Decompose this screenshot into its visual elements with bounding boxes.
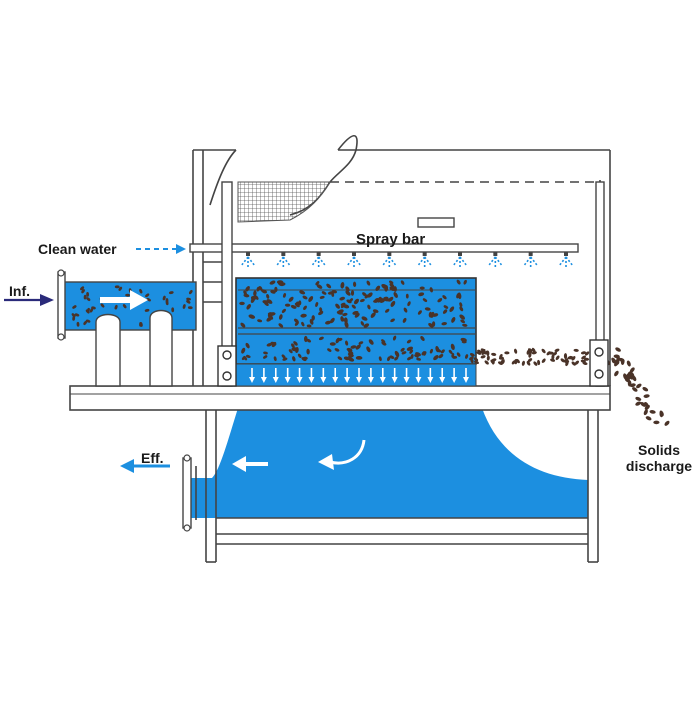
clean-water-label: Clean water <box>38 241 117 257</box>
drain-arrow <box>391 368 398 383</box>
inlet-flange <box>57 271 66 339</box>
drum-lower-cradle <box>235 363 477 387</box>
drain-arrow <box>403 368 410 383</box>
influent-arrow <box>4 294 54 306</box>
bearing-left <box>217 345 237 387</box>
drain-arrow <box>367 368 374 383</box>
spray-nozzle <box>558 252 574 267</box>
spray-nozzle <box>523 252 539 267</box>
drain-arrow <box>463 368 469 383</box>
drain-arrow <box>332 368 339 383</box>
drain-arrow <box>320 368 327 383</box>
spray-nozzle <box>275 252 291 267</box>
effluent-flange <box>182 457 192 529</box>
solids-conveyed <box>241 347 596 367</box>
solids-falling <box>603 347 670 426</box>
effluent-arrow <box>120 459 170 473</box>
drain-arrow <box>249 368 255 383</box>
spray-nozzle <box>417 252 433 267</box>
spray-nozzle <box>381 252 397 267</box>
screen-mesh <box>237 181 331 223</box>
bearing-right <box>589 339 609 387</box>
drain-arrow <box>344 368 351 383</box>
solids-in-drum <box>239 279 468 362</box>
spray-bar-label: Spray bar <box>356 231 426 248</box>
spray-nozzle <box>452 252 468 267</box>
solids-discharge-label: Solids discharge <box>618 442 700 474</box>
tank-flow-arrows <box>232 439 366 472</box>
drain-arrow <box>439 368 446 383</box>
spray-nozzle <box>487 252 503 267</box>
drain-arrows <box>249 368 469 383</box>
solids-discharge-line1: Solids <box>637 442 680 458</box>
solids-discharge-line2: discharge <box>625 458 693 474</box>
solids-in-inlet <box>71 285 193 327</box>
drain-arrow <box>451 368 458 383</box>
inspection-hatch <box>417 217 455 228</box>
effluent-water <box>185 408 588 518</box>
drain-arrow <box>284 368 291 383</box>
drain-arrow <box>427 368 434 383</box>
spray-nozzle <box>346 252 362 267</box>
effluent-label: Eff. <box>141 450 164 466</box>
base-platform <box>69 385 611 411</box>
drain-arrow <box>272 368 279 383</box>
drain-arrow <box>308 368 315 383</box>
drain-arrow <box>296 368 303 383</box>
spray-nozzles <box>240 252 574 267</box>
spray-nozzle <box>311 252 327 267</box>
ladder <box>203 261 222 303</box>
drain-arrow <box>260 368 267 383</box>
influent-label: Inf. <box>9 283 30 299</box>
drain-arrow <box>379 368 386 383</box>
spray-nozzle <box>240 252 256 267</box>
drain-arrow <box>356 368 362 383</box>
spray-bar-pipe <box>189 243 579 253</box>
inlet-flow-arrow <box>100 290 148 310</box>
drain-arrow <box>415 368 422 383</box>
lower-tank-frame <box>188 410 599 563</box>
clean-water-arrow <box>136 244 186 254</box>
inlet-columns <box>95 309 173 387</box>
